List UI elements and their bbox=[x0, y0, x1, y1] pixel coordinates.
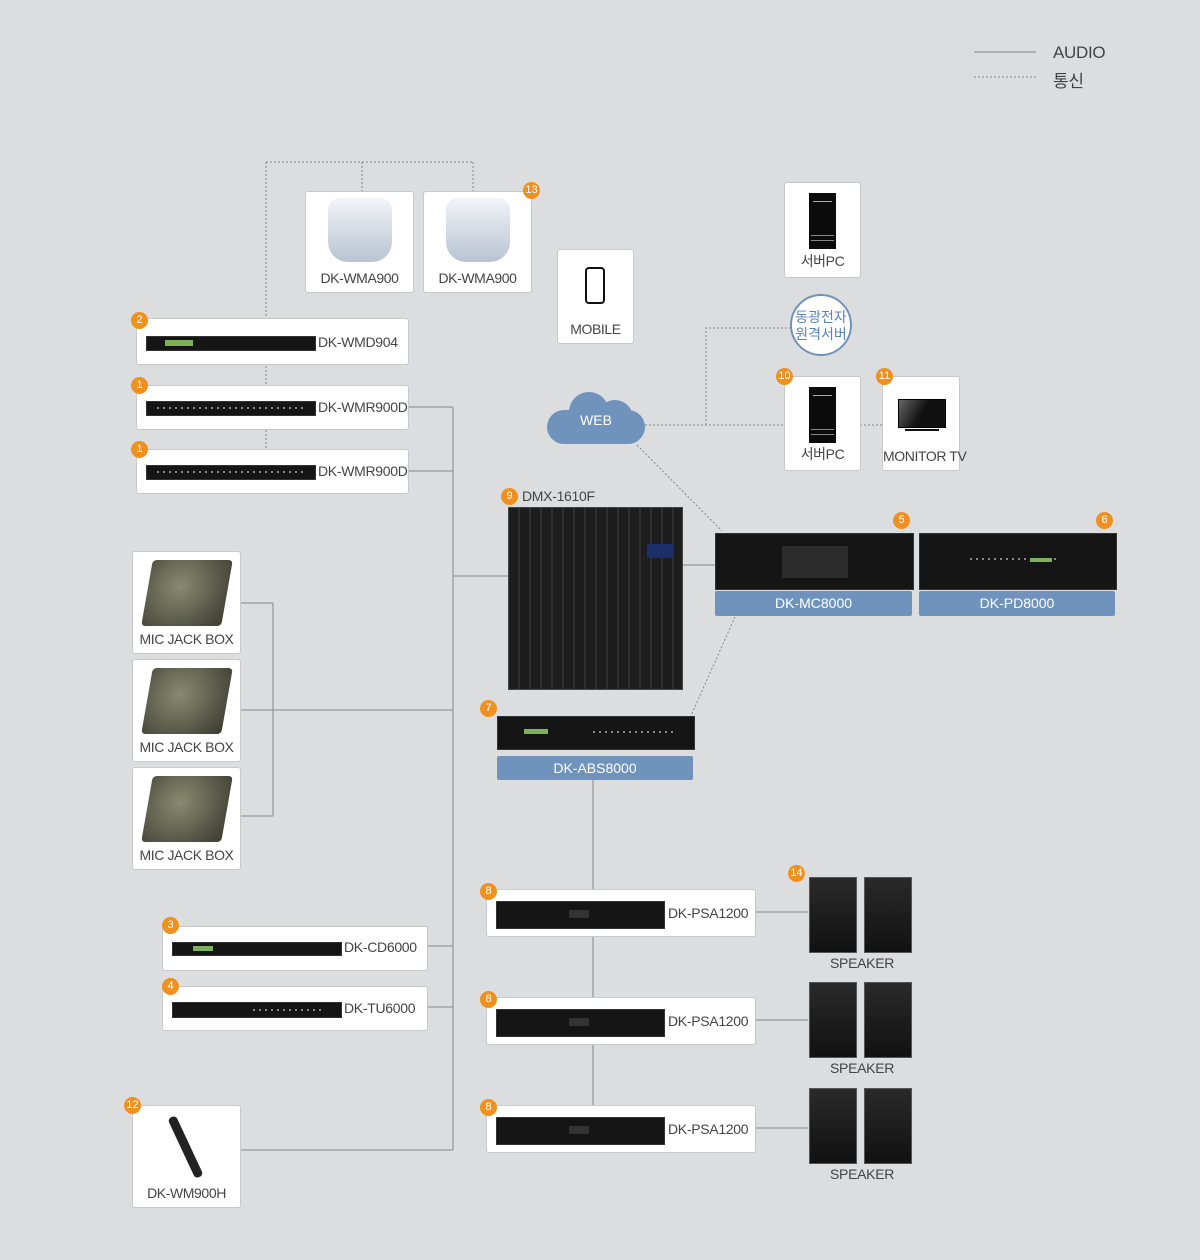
device-label: MIC JACK BOX bbox=[139, 739, 234, 755]
device-dk-pd8000-image[interactable] bbox=[919, 533, 1117, 590]
device-label: DK-TU6000 bbox=[344, 1000, 416, 1016]
device-dk-psa1200-2[interactable]: DK-PSA1200 bbox=[486, 997, 756, 1045]
mixer-dmx-1610f[interactable] bbox=[508, 507, 683, 690]
badge: 2 bbox=[131, 312, 148, 329]
device-label: MOBILE bbox=[570, 321, 621, 337]
badge: 6 bbox=[1096, 512, 1113, 529]
device-monitor-tv[interactable]: MONITOR TV bbox=[882, 376, 967, 471]
device-label: DK-WMR900D bbox=[318, 463, 408, 479]
device-label: DK-WMD904 bbox=[318, 334, 398, 350]
device-label: DK-PSA1200 bbox=[668, 1013, 749, 1029]
device-mic-jack-box-2[interactable]: MIC JACK BOX bbox=[132, 659, 241, 762]
device-label: DK-WMA900 bbox=[320, 270, 399, 286]
dk-mc8000-label: DK-MC8000 bbox=[715, 591, 912, 616]
device-label: MIC JACK BOX bbox=[139, 847, 234, 863]
device-label: 서버PC bbox=[800, 446, 845, 462]
speaker-icon bbox=[809, 1088, 857, 1164]
speaker-label: SPEAKER bbox=[830, 1060, 895, 1076]
pc-tower-icon bbox=[809, 193, 836, 249]
legend-comm: 통신 bbox=[1053, 72, 1084, 91]
device-dk-wmr900d-2[interactable]: DK-WMR900D bbox=[136, 449, 409, 494]
device-dk-wmr900d-1[interactable]: DK-WMR900D bbox=[136, 385, 409, 430]
device-dk-mc8000-image[interactable] bbox=[715, 533, 914, 590]
device-label: 서버PC bbox=[800, 253, 845, 269]
device-mic-jack-box-3[interactable]: MIC JACK BOX bbox=[132, 767, 241, 870]
speaker-icon bbox=[864, 1088, 912, 1164]
remote-line2: 원격서버 bbox=[795, 326, 847, 342]
phone-icon bbox=[585, 267, 605, 304]
device-label: DK-WM900H bbox=[147, 1185, 226, 1201]
badge: 8 bbox=[480, 883, 497, 900]
speaker-icon bbox=[864, 877, 912, 953]
device-dk-wm900h[interactable]: DK-WM900H bbox=[132, 1105, 241, 1208]
device-dk-wma900-1[interactable]: DK-WMA900 bbox=[305, 191, 414, 293]
speaker-icon bbox=[864, 982, 912, 1058]
device-label: DK-WMA900 bbox=[438, 270, 517, 286]
device-label: DK-PSA1200 bbox=[668, 905, 749, 921]
microphone-icon bbox=[167, 1115, 204, 1179]
device-label: DK-WMR900D bbox=[318, 399, 408, 415]
device-label: DK-PSA1200 bbox=[668, 1121, 749, 1137]
rack-unit-image bbox=[172, 942, 342, 956]
speaker-icon bbox=[809, 877, 857, 953]
dk-pd8000-label: DK-PD8000 bbox=[919, 591, 1115, 616]
device-dk-psa1200-3[interactable]: DK-PSA1200 bbox=[486, 1105, 756, 1153]
monitor-icon bbox=[898, 399, 946, 428]
dk-abs8000-label: DK-ABS8000 bbox=[497, 756, 693, 780]
amplifier-image bbox=[496, 1117, 665, 1145]
antenna-icon bbox=[328, 198, 392, 262]
rack-unit-image bbox=[146, 401, 316, 416]
device-server-pc-top[interactable]: 서버PC bbox=[784, 182, 861, 278]
rack-unit-image bbox=[172, 1002, 342, 1018]
device-label: MONITOR TV bbox=[883, 448, 967, 464]
badge: 8 bbox=[480, 1099, 497, 1116]
antenna-icon bbox=[446, 198, 510, 262]
badge: 1 bbox=[131, 441, 148, 458]
amplifier-image bbox=[496, 901, 665, 929]
device-dk-cd6000[interactable]: DK-CD6000 bbox=[162, 926, 428, 971]
badge: 1 bbox=[131, 377, 148, 394]
device-dk-wma900-2[interactable]: DK-WMA900 bbox=[423, 191, 532, 293]
badge: 14 bbox=[788, 865, 805, 882]
device-dk-wmd904[interactable]: DK-WMD904 bbox=[136, 318, 409, 365]
amplifier-image bbox=[496, 1009, 665, 1037]
speaker-label: SPEAKER bbox=[830, 1166, 895, 1182]
device-label: MIC JACK BOX bbox=[139, 631, 234, 647]
device-mobile[interactable]: MOBILE bbox=[557, 249, 634, 344]
device-server-pc[interactable]: 서버PC bbox=[784, 376, 861, 471]
badge: 5 bbox=[893, 512, 910, 529]
device-dk-abs8000-image[interactable] bbox=[497, 716, 695, 750]
badge: 13 bbox=[523, 182, 540, 199]
rack-unit-image bbox=[146, 465, 316, 480]
badge: 3 bbox=[162, 917, 179, 934]
legend-audio: AUDIO bbox=[1053, 43, 1106, 62]
badge: 11 bbox=[876, 368, 893, 385]
speaker-icon bbox=[809, 982, 857, 1058]
speaker-label: SPEAKER bbox=[830, 955, 895, 971]
badge: 8 bbox=[480, 991, 497, 1008]
web-label: WEB bbox=[580, 412, 612, 428]
web-cloud[interactable]: WEB bbox=[547, 392, 645, 444]
jack-box-icon bbox=[141, 668, 233, 734]
jack-box-icon bbox=[141, 776, 233, 842]
device-dk-psa1200-1[interactable]: DK-PSA1200 bbox=[486, 889, 756, 937]
device-mic-jack-box-1[interactable]: MIC JACK BOX bbox=[132, 551, 241, 654]
badge: 7 bbox=[480, 700, 497, 717]
device-dk-tu6000[interactable]: DK-TU6000 bbox=[162, 986, 428, 1031]
remote-line1: 동광전자 bbox=[795, 309, 847, 325]
badge: 12 bbox=[124, 1097, 141, 1114]
device-label: DK-CD6000 bbox=[344, 939, 417, 955]
badge: 4 bbox=[162, 978, 179, 995]
jack-box-icon bbox=[141, 560, 233, 626]
mixer-label: DMX-1610F bbox=[522, 488, 595, 504]
pc-tower-icon bbox=[809, 387, 836, 443]
rack-unit-image bbox=[146, 336, 316, 351]
badge: 9 bbox=[501, 488, 518, 505]
badge: 10 bbox=[776, 368, 793, 385]
